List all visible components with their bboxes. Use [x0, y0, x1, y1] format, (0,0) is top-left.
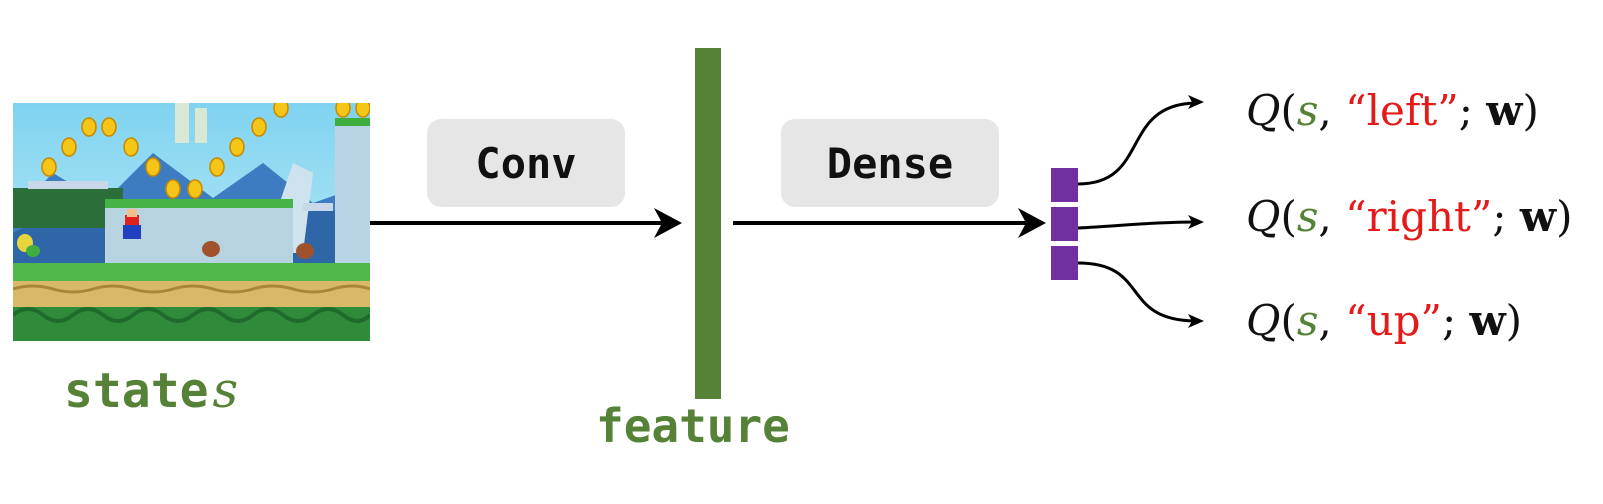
q-output-cell-up: [1051, 246, 1078, 280]
arrow-to-q-right: [1077, 215, 1204, 230]
action-up: “up”: [1345, 296, 1442, 345]
semicolon: ;: [1492, 192, 1507, 241]
close-paren: ): [1505, 296, 1523, 345]
q-symbol: Q: [1246, 192, 1281, 241]
weights-symbol: w: [1486, 86, 1523, 135]
q-value-up: Q(s, “up”; w): [1246, 296, 1522, 346]
close-paren: ): [1522, 86, 1539, 135]
state-label-text: state: [64, 363, 209, 419]
dense-layer-box: Dense: [781, 119, 999, 207]
weights-symbol: w: [1469, 296, 1506, 345]
semicolon: ;: [1442, 296, 1457, 345]
conv-label: Conv: [475, 138, 577, 188]
open-paren: (: [1280, 296, 1297, 345]
close-paren: ): [1556, 192, 1573, 241]
state-symbol: s: [1296, 296, 1319, 345]
q-symbol: Q: [1246, 86, 1281, 135]
state-symbol: s: [1296, 86, 1319, 135]
conv-layer-box: Conv: [427, 119, 625, 207]
feature-label: feature: [596, 399, 790, 453]
q-value-left: Q(s, “left”; w): [1246, 86, 1539, 136]
state-label: states: [64, 360, 238, 421]
arrow-feature-to-q: [733, 208, 1046, 238]
q-value-right: Q(s, “right”; w): [1246, 192, 1572, 242]
action-left: “left”: [1345, 86, 1459, 135]
comma: ,: [1318, 86, 1332, 135]
comma: ,: [1318, 192, 1332, 241]
comma: ,: [1318, 296, 1332, 345]
dense-label: Dense: [826, 138, 954, 188]
q-output-cell-right: [1051, 207, 1078, 241]
game-state-image: [13, 103, 370, 341]
state-symbol: s: [1296, 192, 1319, 241]
weights-symbol: w: [1519, 192, 1557, 241]
action-right: “right”: [1345, 192, 1493, 241]
semicolon: ;: [1458, 86, 1473, 135]
arrow-to-q-up: [1077, 261, 1204, 328]
feature-vector-bar: [695, 48, 721, 399]
q-symbol: Q: [1246, 296, 1281, 345]
arrow-image-to-feature: [370, 208, 682, 238]
q-output-cell-left: [1051, 168, 1078, 202]
arrow-to-q-left: [1077, 95, 1204, 186]
state-variable: s: [212, 361, 239, 419]
open-paren: (: [1280, 86, 1297, 135]
open-paren: (: [1280, 192, 1297, 241]
